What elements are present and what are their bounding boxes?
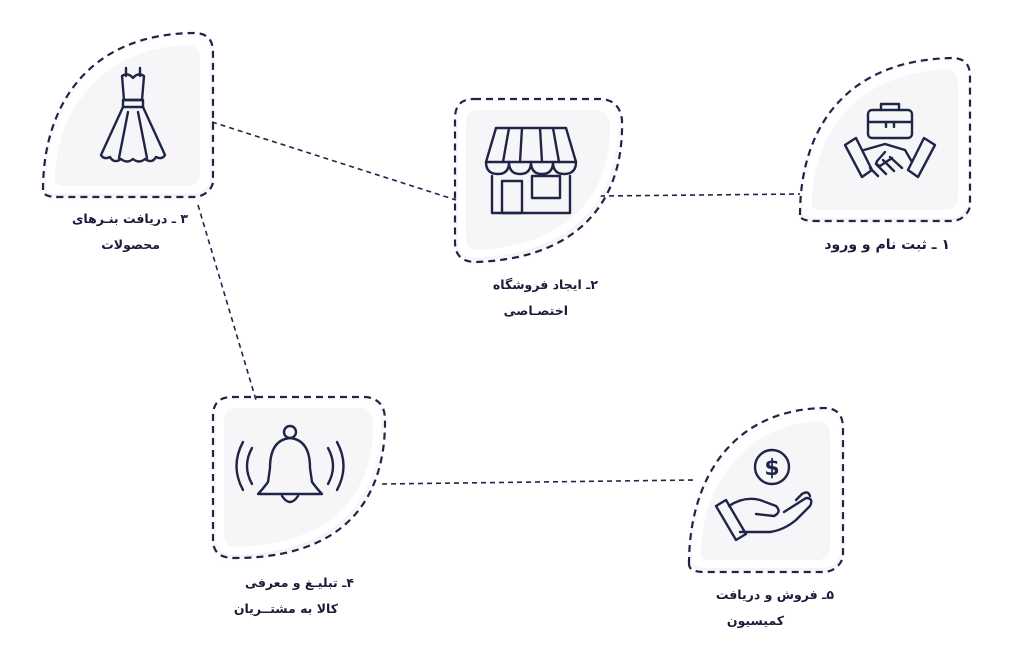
storefront-icon [484,126,578,215]
step-label-create-shop: ۲ـ ایجاد فروشگاه اختصـاصی [493,272,598,324]
dress-icon [99,66,167,163]
dollar-sign: $ [764,456,779,481]
step-label-commission: ۵ـ فروش و دریافت کمیسیون [716,582,834,634]
card-commission: $ [687,406,845,574]
step-label-banners: ۳ ـ دریافت بنـرهای محصولات [72,206,188,258]
step-label-promote-line2: کالا به مشتــریان [233,601,338,616]
connector-shop-signup [599,193,801,197]
handshake-briefcase-icon [843,102,937,179]
connector-bell-hand [381,479,695,485]
step-label-commission-line2: کمیسیون [726,613,784,628]
step-label-create-shop-line1: ۲ـ ایجاد فروشگاه [492,277,598,292]
connector-dress-shop [211,121,457,201]
card-promote [211,395,387,560]
step-label-promote: ۴ـ تبلیـغ و معرفی کالا به مشتــریان [234,570,354,622]
bell-icon [235,424,345,504]
step-label-create-shop-line2: اختصـاصی [503,303,568,318]
step-label-promote-line1: ۴ـ تبلیـغ و معرفی [245,575,354,590]
step-label-signup: ۱ ـ ثبت نام و ورود [824,232,950,258]
step-label-banners-line1: ۳ ـ دریافت بنـرهای [71,211,188,226]
step-label-commission-line1: ۵ـ فروش و دریافت [715,587,834,602]
connector-dress-bell [197,204,257,401]
card-banners [41,31,215,199]
step-label-banners-line2: محصولات [101,237,160,252]
step-label-signup-line1: ۱ ـ ثبت نام و ورود [824,237,950,253]
card-signup [798,56,972,223]
card-create-shop [453,97,624,264]
hand-dollar-icon: $ [714,448,813,542]
